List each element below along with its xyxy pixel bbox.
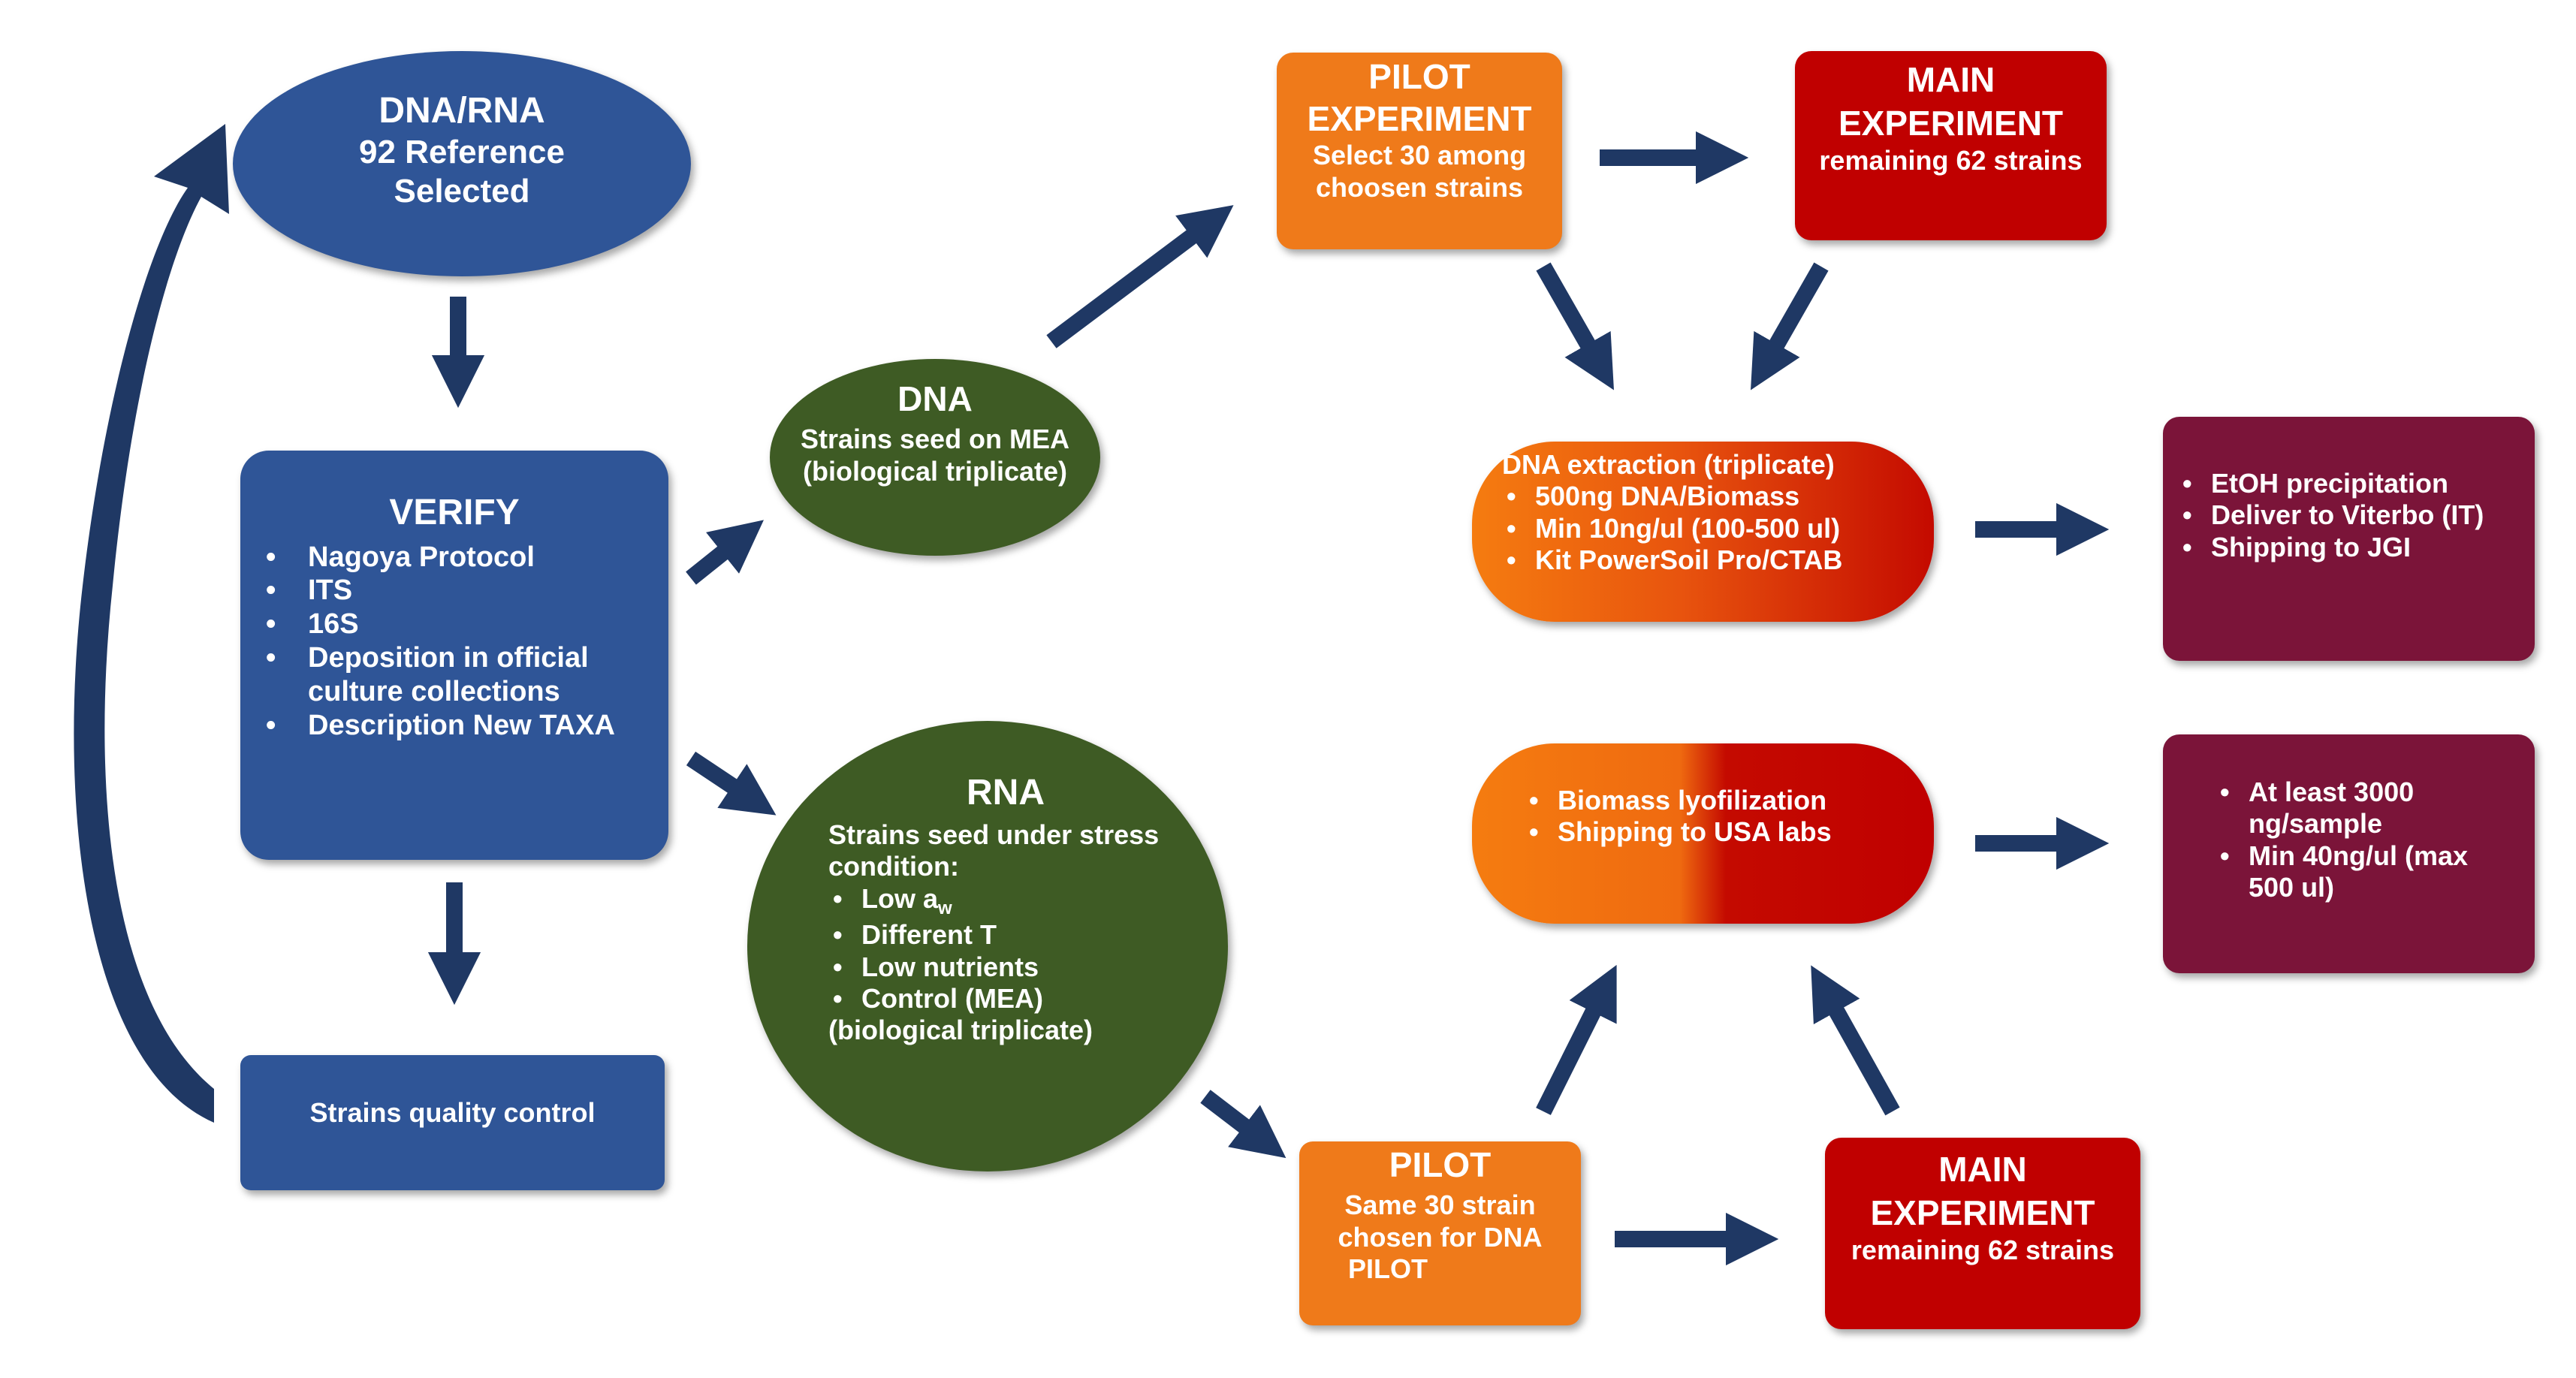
arrow-dna-pilot — [1046, 205, 1234, 348]
rna-requirements-item: Min 40ng/ul (max 500 ul) — [2216, 840, 2520, 904]
rna-requirements-list: At least 3000 ng/sample Min 40ng/ul (max… — [2216, 776, 2520, 904]
rna-requirements-node: At least 3000 ng/sample Min 40ng/ul (max… — [2163, 734, 2535, 973]
verify-item: Deposition in official culture collectio… — [255, 641, 653, 709]
verify-title: VERIFY — [389, 493, 520, 532]
arrow-verify-dna — [686, 520, 764, 585]
dna-shipping-list: EtOH precipitation Deliver to Viterbo (I… — [2178, 468, 2527, 564]
dna-line1: Strains seed on MEA — [800, 424, 1070, 455]
verify-item: Nagoya Protocol — [255, 541, 653, 574]
main-dna-node: MAIN EXPERIMENT remaining 62 strains — [1795, 51, 2107, 240]
pilot-rna-line1: Same 30 strain — [1344, 1190, 1536, 1221]
rna-item: Different T — [828, 919, 1183, 951]
rna-title: RNA — [967, 773, 1045, 813]
verify-item: Description New TAXA — [255, 709, 653, 743]
dna-rna-line2: Selected — [394, 172, 530, 210]
dna-shipping-item: Deliver to Viterbo (IT) — [2178, 499, 2527, 532]
dna-shipping-item: Shipping to JGI — [2178, 532, 2527, 564]
rna-list: Low aw Different T Low nutrients Control… — [828, 883, 1183, 1015]
biomass-list: Biomass lyofilization Shipping to USA la… — [1525, 785, 1919, 849]
rna-intro: Strains seed under stress condition: — [828, 819, 1160, 882]
dna-extraction-item: 500ng DNA/Biomass — [1502, 481, 1919, 513]
arrow-main-biomass — [1811, 965, 1900, 1116]
arrow-verify-rna — [686, 751, 777, 816]
quality-control-node: Strains quality control — [240, 1055, 665, 1190]
pilot-rna-line2: chosen for DNA — [1338, 1221, 1543, 1253]
verify-list: Nagoya Protocol ITS 16S Deposition in of… — [255, 541, 653, 743]
pilot-dna-node: PILOT EXPERIMENT Select 30 among choosen… — [1277, 53, 1562, 249]
dna-extraction-title: DNA extraction (triplicate) — [1502, 449, 1835, 480]
dna-extraction-node: DNA extraction (triplicate) 500ng DNA/Bi… — [1472, 442, 1934, 622]
main-dna-title: MAIN EXPERIMENT — [1838, 60, 2064, 143]
pilot-rna-node: PILOT Same 30 strain chosen for DNA PILO… — [1299, 1141, 1581, 1325]
pilot-dna-title: PILOT EXPERIMENT — [1307, 57, 1532, 139]
rna-item-subscript: w — [938, 897, 952, 918]
main-rna-line1: remaining 62 strains — [1851, 1235, 2115, 1265]
biomass-node: Biomass lyofilization Shipping to USA la… — [1472, 743, 1934, 924]
biomass-item: Biomass lyofilization — [1525, 785, 1919, 817]
dna-shipping-node: EtOH precipitation Deliver to Viterbo (I… — [2163, 417, 2535, 661]
arrow-pilot-biomass — [1536, 964, 1617, 1115]
quality-control-label: Strains quality control — [309, 1097, 596, 1128]
main-dna-line1: remaining 62 strains — [1819, 145, 2083, 176]
verify-item: 16S — [255, 608, 653, 641]
loop-arrow-body — [74, 124, 229, 1123]
dna-node: DNA Strains seed on MEA (biological trip… — [770, 359, 1100, 556]
pilot-rna-line3: PILOT — [1348, 1253, 1428, 1285]
rna-item: Control (MEA) — [828, 983, 1183, 1015]
pilot-dna-line1: Select 30 among — [1312, 140, 1527, 171]
verify-node: VERIFY Nagoya Protocol ITS 16S Depositio… — [240, 451, 668, 860]
dna-shipping-item: EtOH precipitation — [2178, 468, 2527, 500]
arrow-pilot-extraction — [1536, 262, 1614, 390]
arrow-main-extraction — [1751, 262, 1829, 390]
dna-rna-node: DNA/RNA 92 Reference Selected — [233, 51, 691, 276]
arrow-rna-pilot — [1200, 1090, 1286, 1159]
rna-node: RNA Strains seed under stress condition:… — [747, 721, 1228, 1171]
rna-item-text: Low a — [861, 882, 939, 914]
dna-rna-title: DNA/RNA — [379, 91, 545, 131]
pilot-rna-title: PILOT — [1389, 1145, 1492, 1184]
rna-item: Low nutrients — [828, 951, 1183, 984]
main-rna-title: MAIN EXPERIMENT — [1870, 1150, 2095, 1232]
dna-rna-line1: 92 Reference — [359, 133, 565, 170]
dna-extraction-item: Kit PowerSoil Pro/CTAB — [1502, 544, 1919, 577]
dna-line2: (biological triplicate) — [802, 455, 1068, 487]
dna-extraction-item: Min 10ng/ul (100-500 ul) — [1502, 513, 1919, 545]
biomass-item: Shipping to USA labs — [1525, 816, 1919, 849]
dna-title: DNA — [897, 379, 973, 418]
pilot-dna-line2: choosen strains — [1315, 171, 1524, 203]
rna-item: Low aw — [828, 883, 1183, 920]
rna-requirements-item: At least 3000 ng/sample — [2216, 776, 2520, 840]
rna-footer: (biological triplicate) — [828, 1015, 1093, 1046]
dna-extraction-list: 500ng DNA/Biomass Min 10ng/ul (100-500 u… — [1502, 481, 1919, 577]
verify-item: ITS — [255, 574, 653, 608]
main-rna-node: MAIN EXPERIMENT remaining 62 strains — [1825, 1138, 2140, 1329]
